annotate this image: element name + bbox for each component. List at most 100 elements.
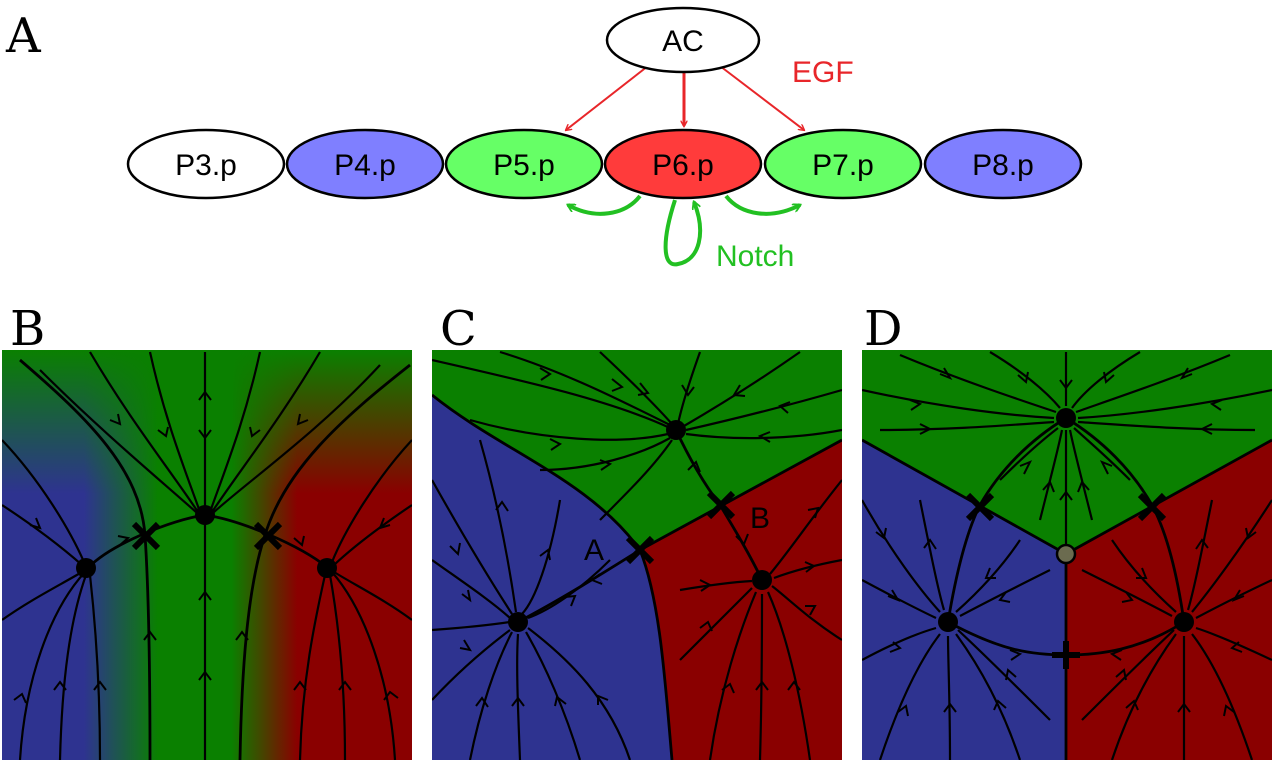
flow-arrowhead: [1009, 649, 1023, 661]
flow-arrowhead: [1125, 699, 1139, 711]
trajectory: [208, 351, 262, 513]
flow-arrowhead: [1231, 589, 1245, 603]
flow-arrowhead: [511, 696, 525, 707]
trajectory: [879, 420, 1055, 432]
trajectory: [2, 571, 83, 621]
flow-arrowhead: [597, 694, 609, 705]
trajectory: [328, 574, 347, 760]
trajectory: [708, 591, 758, 760]
stable-node: [195, 505, 215, 525]
stable-node: [508, 612, 528, 632]
trajectory: [862, 579, 937, 619]
flow-arrowhead: [1177, 702, 1191, 713]
egf-arrow-to-p5: [566, 65, 649, 130]
flow-arrowhead: [1230, 641, 1243, 653]
trajectory: [2, 504, 83, 566]
trajectory: [758, 593, 764, 760]
flow-arrowhead: [1019, 460, 1033, 475]
flow-arrowhead: [699, 579, 712, 592]
flow-arrowhead: [198, 670, 212, 681]
trajectory: [1068, 429, 1094, 521]
flow-arrowhead: [338, 680, 352, 691]
trajectory: [333, 504, 412, 566]
flow-arrowhead: [1059, 379, 1073, 390]
trajectory: [527, 627, 632, 760]
cell-p7p-label: P7.p: [812, 149, 874, 182]
flow-arrowhead: [939, 367, 953, 381]
cell-p7p: [763, 128, 923, 200]
flow-arrowhead: [449, 542, 461, 557]
trajectory: [599, 351, 673, 425]
flow-arrowhead: [721, 682, 735, 694]
cell-p6p-label: P6.p: [652, 149, 714, 182]
trajectory: [679, 579, 753, 592]
cell-p4p-label: P4.p: [334, 149, 396, 182]
flow-arrowhead: [235, 630, 249, 641]
notch-arrow-to-p5: [568, 194, 642, 216]
trajectory: [468, 631, 513, 760]
trajectory: [1071, 351, 1141, 409]
flow-arrowhead: [611, 378, 624, 392]
trajectory: [955, 633, 1022, 760]
egf-arrows: [566, 65, 804, 130]
flow-arrowhead: [13, 692, 27, 704]
flow-arrowhead: [378, 517, 391, 530]
flow-arrowhead: [1179, 367, 1193, 381]
unstable-node: [1055, 543, 1077, 565]
cell-p8p: [923, 128, 1083, 200]
flow-arrowhead: [539, 367, 552, 381]
trajectory: [478, 439, 518, 613]
flow-arrowhead: [293, 680, 307, 691]
cell-p5p: [444, 128, 604, 200]
flow-arrowhead: [198, 390, 212, 401]
flow-arrowhead: [1115, 668, 1127, 681]
stable-node: [938, 612, 958, 632]
flow-arrowhead: [755, 680, 769, 691]
saddle-label-a: A: [584, 534, 604, 567]
trajectory: [432, 479, 513, 615]
flow-arrowhead: [943, 702, 957, 713]
flow-arrowhead: [1099, 460, 1113, 475]
flow-arrowhead: [923, 538, 937, 550]
flow-arrowhead: [475, 696, 489, 708]
trajectory: [1195, 626, 1272, 661]
trajectory: [862, 499, 941, 613]
trajectory: [432, 358, 671, 429]
anchor-cell: [605, 6, 761, 74]
trajectory: [521, 499, 562, 615]
trajectory: [899, 353, 1057, 414]
trajectory: [1191, 633, 1254, 760]
flow-arrowhead: [93, 680, 107, 691]
trajectory: [88, 574, 102, 760]
flow-arrowhead: [637, 382, 650, 396]
flow-arrowhead: [1245, 527, 1257, 540]
flow-arrowhead: [495, 500, 509, 512]
trajectory: [771, 585, 842, 641]
trajectory: [999, 427, 1059, 481]
trajectory: [211, 351, 321, 513]
egf-arrow-to-p7: [719, 65, 804, 130]
flow-arrowhead: [1103, 371, 1115, 384]
trajectory: [539, 437, 671, 472]
separatrix: [639, 438, 842, 552]
stable-node: [1174, 612, 1194, 632]
trajectory: [1110, 633, 1177, 760]
flow-arrowhead: [787, 680, 801, 691]
trajectory: [957, 629, 1051, 721]
trajectory: [1075, 353, 1231, 414]
trajectory: [298, 574, 327, 760]
trajectory: [148, 351, 202, 513]
trajectory: [1186, 499, 1214, 611]
flow-arrowhead: [919, 423, 933, 435]
saddle-point: [253, 521, 283, 551]
anchor-cell-label: AC: [662, 25, 704, 58]
saddle-point-a: [625, 535, 655, 565]
notch-label: Notch: [716, 240, 794, 273]
cell-p3p-label: P3.p: [175, 149, 237, 182]
flow-arrowhead: [1209, 399, 1223, 411]
trajectory: [1077, 388, 1272, 420]
flow-arrowhead: [887, 589, 901, 603]
trajectory: [432, 620, 511, 632]
cell-p6p: [603, 128, 763, 200]
panel-label-d: D: [864, 301, 902, 357]
